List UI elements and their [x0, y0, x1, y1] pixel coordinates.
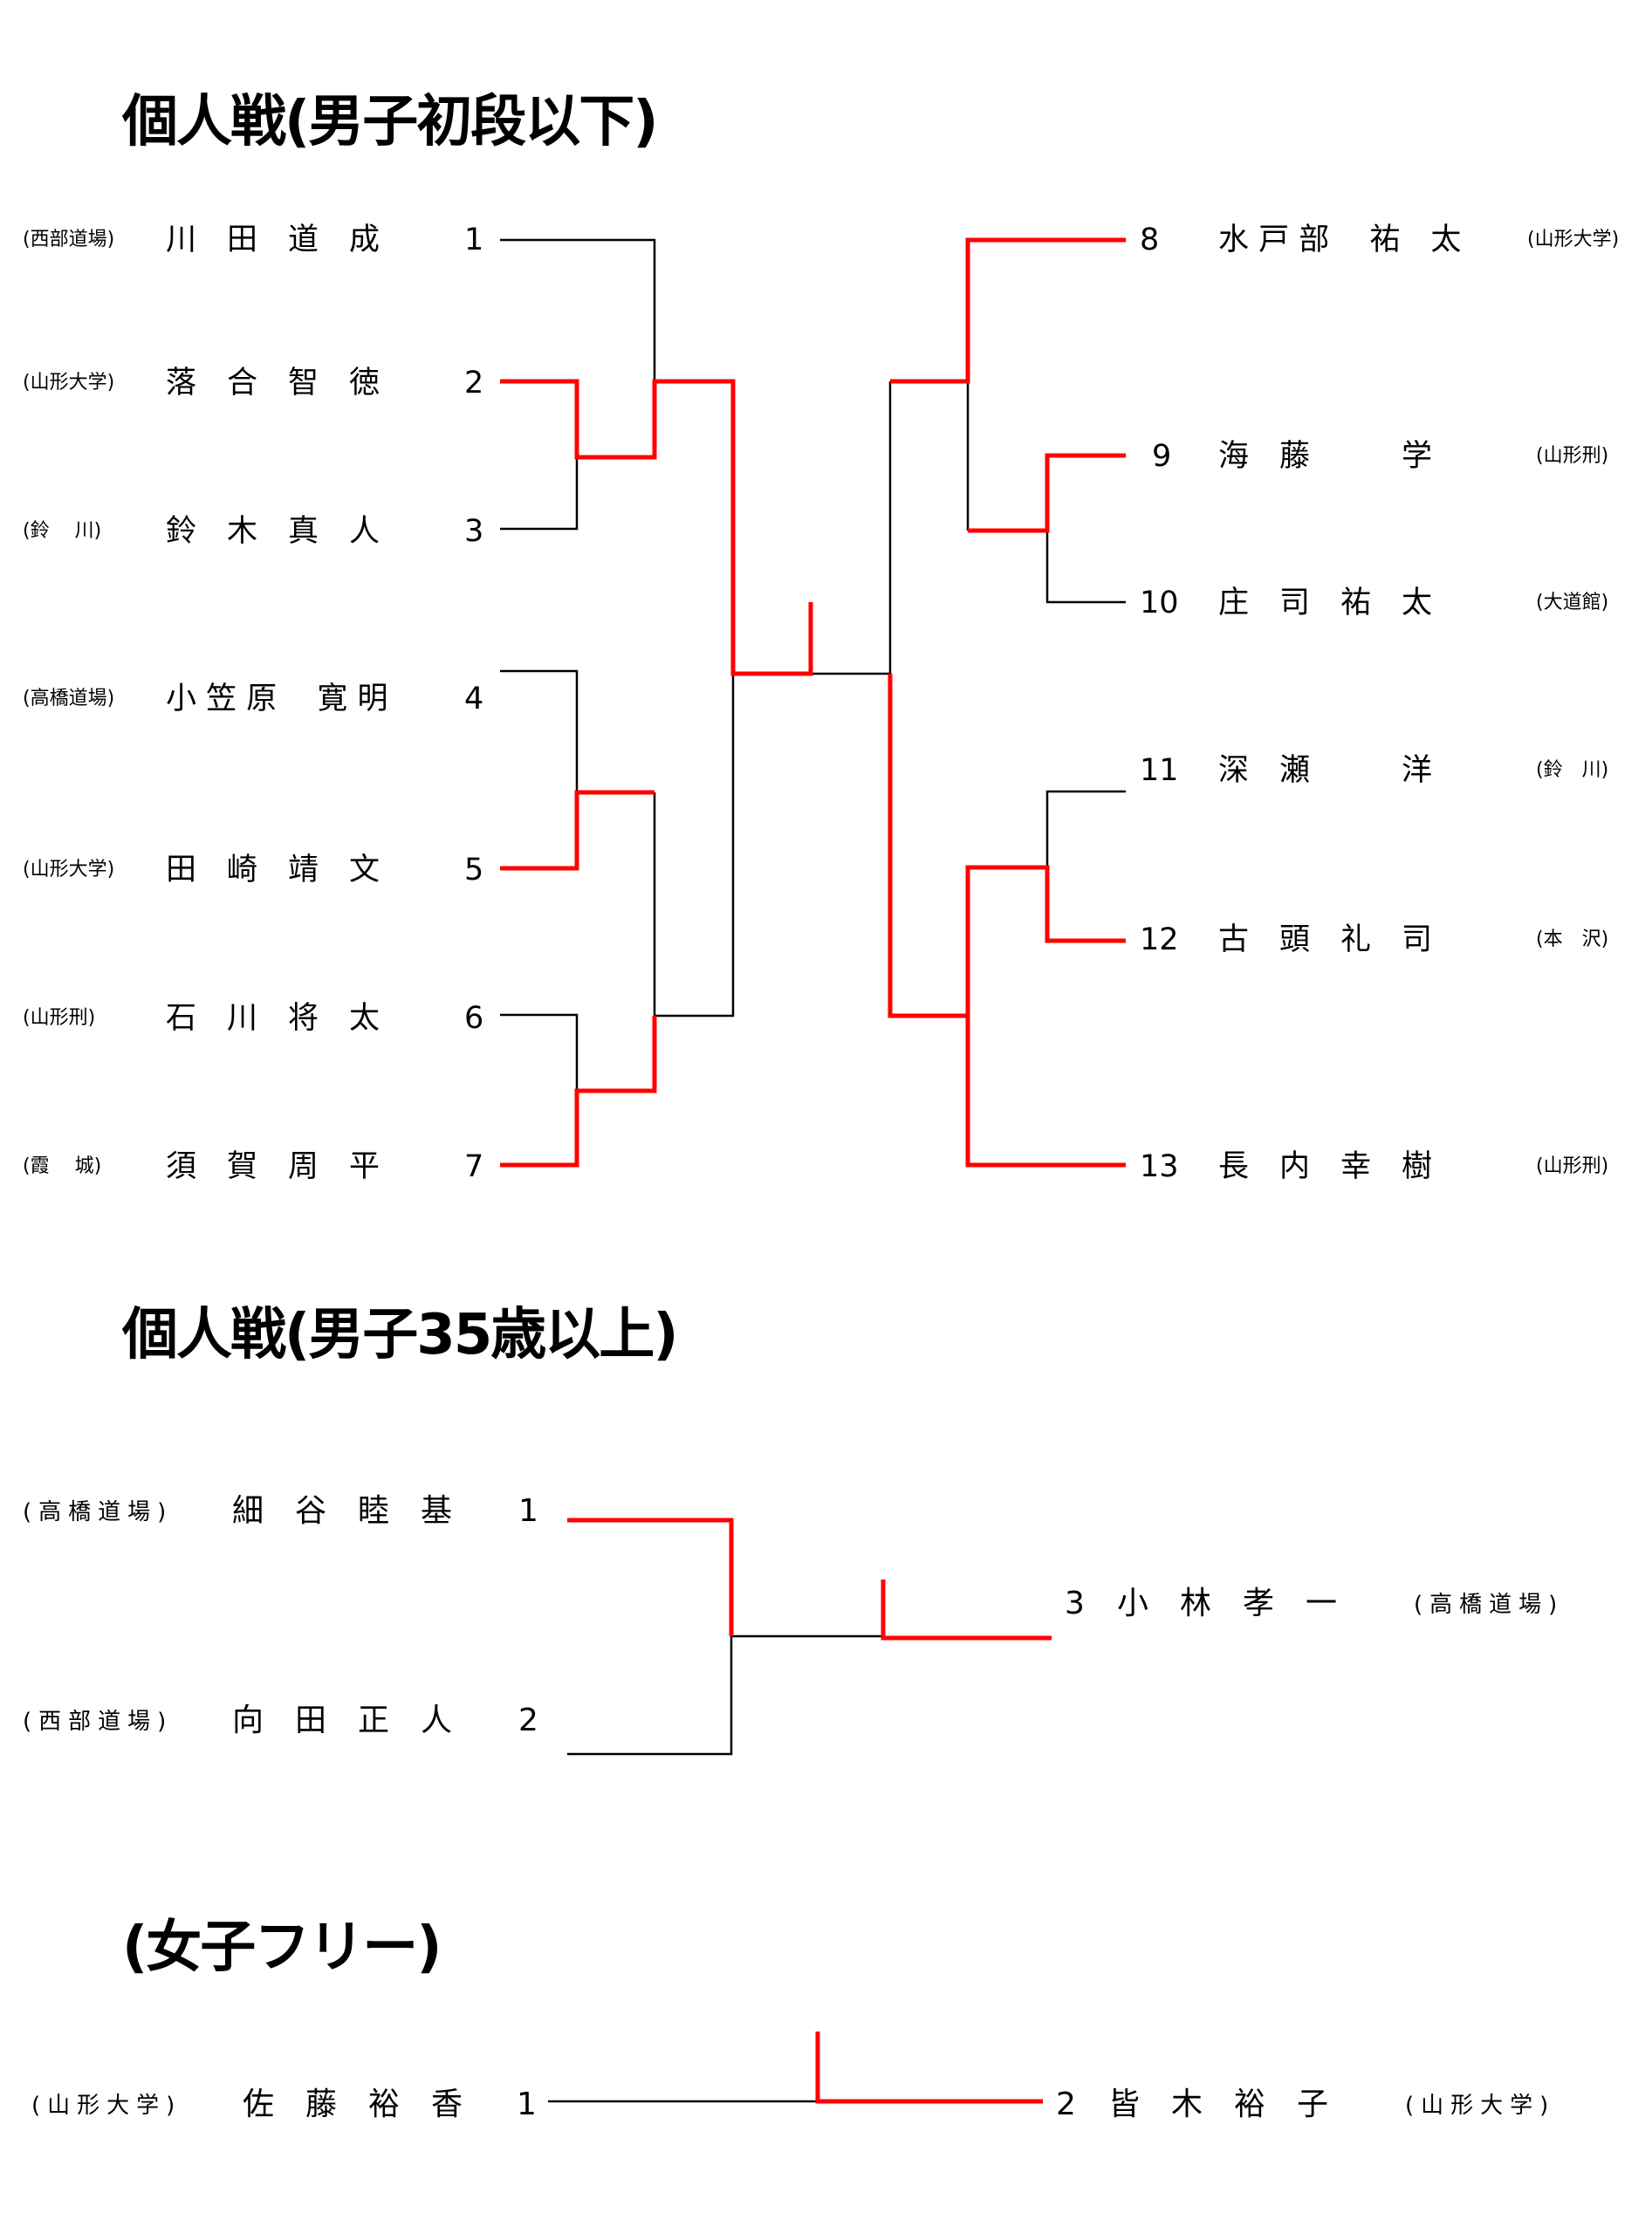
section-title-men-35: 個人戦(男子35歳以上): [122, 1303, 679, 1367]
player-number: 6: [464, 1001, 484, 1036]
player-affiliation: (鈴 川): [1536, 759, 1609, 781]
player-name: 水 戸 部 祐 太: [1218, 223, 1462, 257]
player-number: 2: [1056, 2087, 1076, 2122]
player-name: 長 内 幸 樹: [1218, 1149, 1433, 1184]
player-number: 12: [1140, 922, 1179, 957]
player-affiliation: (山形刑): [1536, 1155, 1609, 1177]
player-affiliation: (大道館): [1536, 592, 1609, 613]
player-name: 川 田 道 成: [166, 223, 380, 257]
player-number: 13: [1140, 1149, 1179, 1184]
player-affiliation: (山形大学): [31, 2093, 182, 2119]
player-affiliation: (鈴 川): [23, 520, 102, 542]
player-number: 5: [464, 853, 484, 887]
player-name: 海 藤 学: [1218, 439, 1433, 474]
player-name: 皆 木 裕 子: [1108, 2087, 1329, 2122]
winner-line: [815, 2032, 1043, 2104]
bracket-line: [500, 1013, 579, 1091]
player-number: 7: [464, 1149, 484, 1184]
player-name: 小 笠 原 寛 明: [166, 682, 388, 716]
player-number: 9: [1152, 439, 1172, 474]
player-number: 1: [464, 223, 484, 257]
player-affiliation: (山形大学): [1405, 2093, 1556, 2119]
player-name: 鈴 木 真 人: [166, 514, 380, 549]
player-name: 古 頭 礼 司: [1218, 922, 1433, 957]
player-affiliation: (霞 城): [23, 1155, 102, 1177]
player-number: 10: [1140, 586, 1179, 620]
section-title-men-shodan: 個人戦(男子初段以下): [122, 90, 658, 154]
player-affiliation: (高橋道場): [23, 688, 115, 709]
player-name: 小 林 孝 一: [1117, 1586, 1338, 1621]
player-number: 3: [464, 514, 484, 549]
bracket-line: [811, 381, 892, 675]
bracket-line: [653, 674, 735, 1018]
player-number: 4: [464, 682, 484, 716]
bracket-line: [500, 238, 656, 381]
player-affiliation: (山形大学): [23, 859, 115, 881]
player-affiliation: (西部道場): [23, 1709, 174, 1735]
winner-line: [500, 790, 655, 871]
player-number: 3: [1065, 1586, 1085, 1621]
player-name: 田 崎 靖 文: [166, 853, 380, 887]
section-title-women-free: (女子フリー): [122, 1915, 442, 1980]
player-affiliation: (山形刑): [23, 1007, 96, 1029]
player-affiliation: (山形刑): [1536, 445, 1609, 467]
player-number: 11: [1140, 753, 1179, 788]
player-name: 石 川 将 太: [166, 1001, 380, 1036]
player-affiliation: (西部道場): [23, 229, 115, 250]
bracket-line: [500, 669, 579, 792]
player-number: 8: [1140, 223, 1160, 257]
winner-line: [888, 674, 1126, 1018]
winner-line: [500, 379, 813, 676]
winner-line: [890, 237, 1126, 384]
player-number: 1: [517, 2087, 537, 2122]
player-affiliation: (本 沢): [1536, 929, 1609, 950]
player-name: 庄 司 祐 太: [1218, 586, 1433, 620]
player-name: 須 賀 周 平: [166, 1149, 380, 1184]
player-number: 2: [518, 1703, 538, 1738]
bracket-line: [1045, 531, 1126, 604]
player-affiliation: (山形大学): [23, 372, 115, 394]
player-number: 1: [518, 1493, 538, 1529]
winner-line: [567, 1518, 734, 1636]
player-affiliation: (高橋道場): [23, 1499, 174, 1525]
bracket-lines-red: [500, 237, 1126, 1168]
winner-line: [500, 1016, 657, 1168]
bracket-line: [500, 457, 579, 531]
winner-line: [881, 1580, 1052, 1641]
player-name: 佐 藤 裕 香: [243, 2087, 463, 2122]
bracket-women-free-lines: [548, 2032, 1043, 2104]
bracket-men-35-lines: [567, 1518, 1052, 1756]
winner-line: [965, 1016, 1126, 1168]
player-number: 2: [464, 366, 484, 401]
player-name: 細 谷 睦 基: [232, 1493, 453, 1529]
player-name: 向 田 正 人: [232, 1703, 453, 1738]
player-name: 落 合 智 徳: [166, 366, 380, 401]
player-affiliation: (山形大学): [1527, 229, 1620, 250]
winner-line: [968, 453, 1126, 533]
bracket-line: [1045, 790, 1126, 867]
bracket-line: [567, 1634, 883, 1756]
player-affiliation: (高橋道場): [1414, 1592, 1565, 1618]
player-name: 深 瀬 洋: [1218, 753, 1433, 788]
